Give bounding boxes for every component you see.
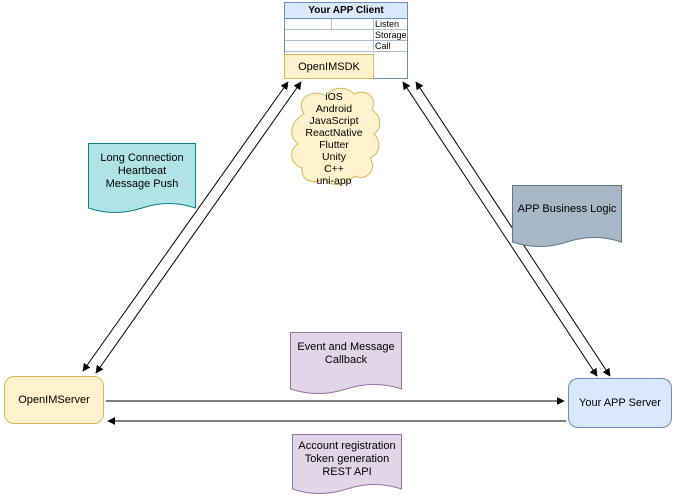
app-server-label: Your APP Server <box>579 397 661 409</box>
note-account-rest-api[interactable]: Account registration Token generation RE… <box>292 434 402 498</box>
note-line: REST API <box>322 466 372 478</box>
cloud-platform-list: iOS Android JavaScript ReactNative Flutt… <box>286 84 382 187</box>
cloud-platform: ReactNative <box>305 127 363 139</box>
client-interface-row: Listen <box>285 19 407 30</box>
interface-label-storage: Storage <box>375 30 407 40</box>
app-server-box[interactable]: Your APP Server <box>568 378 672 428</box>
note-text: Event and Message Callback <box>290 332 402 367</box>
note-text: Long Connection Heartbeat Message Push <box>88 143 196 191</box>
cloud-platform: Flutter <box>319 139 349 151</box>
cloud-platform: iOS <box>325 91 343 103</box>
note-event-callback[interactable]: Event and Message Callback <box>290 332 402 398</box>
wave-note-shape <box>290 332 402 394</box>
wave-note-shape <box>292 434 402 494</box>
openimserver-label: OpenIMServer <box>18 394 90 406</box>
note-line: Event and Message <box>297 341 395 353</box>
note-line: APP Business Logic <box>517 203 617 215</box>
interface-label-call: Call <box>375 41 391 51</box>
client-openimserver-connector[interactable] <box>82 81 302 374</box>
note-text: APP Business Logic <box>512 185 622 216</box>
platforms-cloud[interactable]: iOS Android JavaScript ReactNative Flutt… <box>286 84 382 190</box>
cloud-platform: Android <box>315 103 353 115</box>
note-long-connection[interactable]: Long Connection Heartbeat Message Push <box>88 143 196 217</box>
note-text: Account registration Token generation RE… <box>292 434 402 479</box>
openimserver-box[interactable]: OpenIMServer <box>4 376 104 424</box>
interface-label-listen: Listen <box>375 19 400 29</box>
app-client-box[interactable]: Your APP Client Listen Storage Call Open… <box>284 2 408 79</box>
note-line: Callback <box>324 354 368 366</box>
client-interface-row: Storage <box>285 30 407 41</box>
note-line: Long Connection <box>100 152 184 164</box>
cloud-platform: uni-app <box>316 175 352 187</box>
note-line: Heartbeat <box>117 165 167 177</box>
openimsdk-box[interactable]: OpenIMSDK <box>284 54 374 79</box>
note-line: Account registration <box>298 440 396 452</box>
note-line: Token generation <box>304 453 390 465</box>
client-interface-rows: Listen Storage Call <box>285 19 407 52</box>
app-client-title: Your APP Client <box>285 3 407 19</box>
client-interface-row: Call <box>285 41 407 52</box>
note-app-business-logic[interactable]: APP Business Logic <box>512 185 622 251</box>
cloud-platform: C++ <box>324 163 344 175</box>
cloud-platform: JavaScript <box>309 115 359 127</box>
note-line: Message Push <box>105 178 179 190</box>
openimserver-appserver-connector[interactable] <box>106 397 566 425</box>
cloud-platform: Unity <box>322 151 346 163</box>
